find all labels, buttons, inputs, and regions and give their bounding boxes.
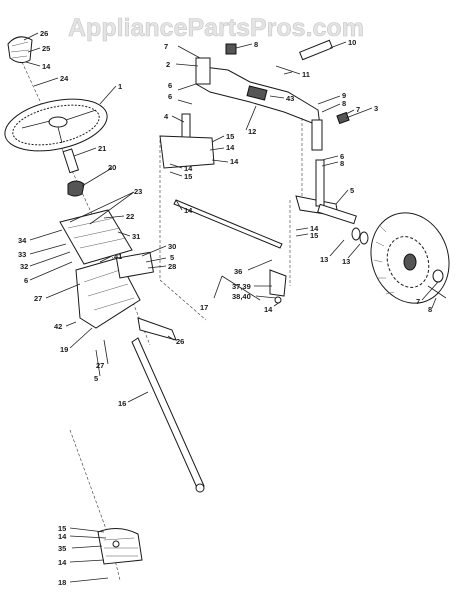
callout-14: 14 [230,157,239,166]
callout-15: 15 [310,231,318,240]
callout-23: 23 [134,187,142,196]
steering-gear-part[interactable] [97,528,143,565]
callout-8: 8 [340,159,344,168]
callout-28: 28 [168,262,176,271]
callout-14: 14 [184,164,193,173]
callout-11: 11 [302,70,310,79]
callout-37-39: 37,39 [232,282,251,291]
column-housing-part[interactable] [59,209,133,265]
callout-38-40: 38,40 [232,292,251,301]
cotter-pin-part[interactable] [275,65,301,75]
right-spindle-pivot-part[interactable] [311,119,323,151]
tie-rod-end-part[interactable] [269,269,287,297]
axle-label-plate [246,85,268,101]
callout-labels: 26 25 14 24 1 7 8 10 2 11 6 6 43 9 8 7 3… [18,29,432,587]
callout-36: 36 [234,267,242,276]
washer-part-2[interactable] [359,231,369,245]
callout-1: 1 [118,82,122,91]
callout-43: 43 [286,94,294,103]
callout-21: 21 [98,144,106,153]
callout-14: 14 [264,305,273,314]
callout-19: 19 [60,345,68,354]
callout-14: 14 [58,532,67,541]
callout-20: 20 [108,163,116,172]
hub-cap-part[interactable] [432,269,444,283]
callout-26: 26 [40,29,48,38]
callout-42: 42 [54,322,62,331]
callout-6: 6 [24,276,28,285]
nut-right-part[interactable] [336,111,350,125]
callout-3: 3 [374,104,378,113]
callout-14: 14 [226,143,235,152]
callout-15: 15 [58,524,66,533]
callout-15: 15 [184,172,192,181]
bracket-plate-part[interactable] [115,251,154,279]
callout-33: 33 [18,250,26,259]
callout-14: 14 [42,62,51,71]
callout-24: 24 [60,74,69,83]
callout-5: 5 [350,186,354,195]
callout-6: 6 [340,152,344,161]
tie-rod-part[interactable] [173,199,283,249]
callout-26: 26 [176,337,184,346]
steering-column-group [4,36,205,581]
steering-link-part[interactable] [137,317,177,341]
callout-8: 8 [342,99,346,108]
callout-7: 7 [356,105,360,114]
front-axle-group [159,39,450,321]
callout-14: 14 [58,558,67,567]
callout-27: 27 [96,361,104,370]
callout-2: 2 [166,60,170,69]
callout-10: 10 [348,38,356,47]
leader-lines [23,32,439,583]
callout-14: 14 [310,224,319,233]
callout-18: 18 [58,578,66,587]
callout-34: 34 [18,236,27,245]
callout-14: 14 [184,206,193,215]
callout-5: 5 [94,374,98,383]
bushing-part[interactable] [67,180,85,197]
pivot-bolt-part[interactable] [299,39,333,61]
frame-outline-left [159,140,207,321]
callout-16: 16 [118,399,126,408]
nut-part[interactable] [225,43,237,55]
callout-13: 13 [342,257,350,266]
callout-41: 41 [114,252,122,261]
watermark-text: AppliancePartsPros.com [68,14,364,42]
steering-shaft-upper-part[interactable] [62,148,80,174]
callout-31: 31 [132,232,140,241]
callout-9: 9 [342,91,346,100]
callout-17: 17 [200,303,208,312]
steering-cap-part[interactable] [7,36,33,64]
callout-13: 13 [320,255,328,264]
callout-15: 15 [226,132,234,141]
callout-30: 30 [168,242,176,251]
callout-6: 6 [168,81,172,90]
callout-4: 4 [164,112,169,121]
callout-22: 22 [126,212,134,221]
callout-8: 8 [254,40,258,49]
left-spindle-pivot-part[interactable] [195,57,211,85]
callout-6: 6 [168,92,172,101]
left-steering-arm-part[interactable] [159,135,215,169]
callout-5: 5 [170,253,174,262]
callout-32: 32 [20,262,28,271]
callout-27: 27 [34,294,42,303]
callout-25: 25 [42,44,50,53]
wheel-spindle-part[interactable] [317,203,357,225]
callout-7: 7 [416,297,420,306]
callout-8: 8 [428,305,432,314]
callout-35: 35 [58,544,66,553]
callout-12: 12 [248,127,256,136]
callout-7: 7 [164,42,168,51]
washer-part[interactable] [351,227,361,241]
retainer-clip-part[interactable] [427,285,447,299]
drag-link-rod-part[interactable] [131,337,205,491]
